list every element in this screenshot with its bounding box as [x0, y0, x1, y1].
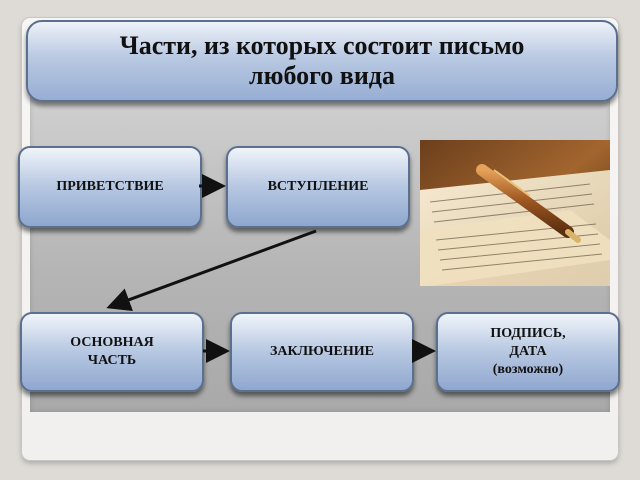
node-conclusion: ЗАКЛЮЧЕНИЕ [230, 312, 414, 392]
letter-and-pen-photo-icon [420, 140, 610, 286]
page-title: Части, из которых состоит письмо любого … [119, 31, 525, 90]
node-signature-line1: ПОДПИСЬ, [490, 326, 566, 341]
node-introduction-label: ВСТУПЛЕНИЕ [267, 179, 369, 194]
node-signature-line2: ДАТА [509, 344, 547, 359]
node-greeting: ПРИВЕТСТВИЕ [18, 146, 202, 228]
node-signature-line3: (возможно) [492, 362, 564, 377]
node-conclusion-label: ЗАКЛЮЧЕНИЕ [269, 344, 375, 359]
arrow-introduction-to-main [106, 229, 317, 312]
node-main-part: ОСНОВНАЯ ЧАСТЬ [20, 312, 204, 392]
node-signature: ПОДПИСЬ, ДАТА (возможно) [436, 312, 620, 392]
title-banner: Части, из которых состоит письмо любого … [26, 20, 618, 102]
node-main-part-label: ОСНОВНАЯ ЧАСТЬ [70, 335, 154, 368]
node-greeting-label: ПРИВЕТСТВИЕ [56, 179, 164, 194]
node-introduction: ВСТУПЛЕНИЕ [226, 146, 410, 228]
